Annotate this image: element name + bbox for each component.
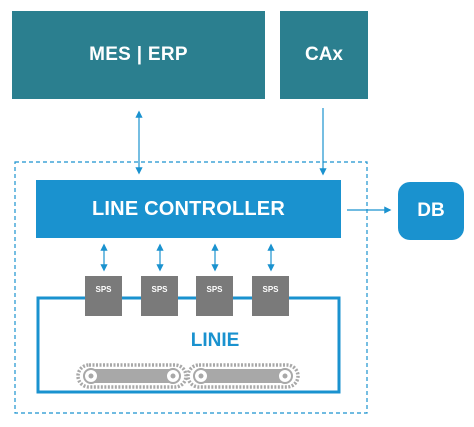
system-boundary-dashed <box>14 161 368 414</box>
database-block: DB <box>398 182 464 240</box>
line-controller-block: LINE CONTROLLER <box>36 180 341 238</box>
mes-erp-block: MES | ERP <box>12 11 265 99</box>
cax-block: CAx <box>280 11 368 99</box>
sps-unit: SPS <box>252 276 289 316</box>
sps-unit: SPS <box>85 276 122 316</box>
sps-label: SPS <box>262 285 279 294</box>
sps-label: SPS <box>151 285 168 294</box>
cax-label: CAx <box>304 44 343 65</box>
conveyor-belt-icon <box>186 363 300 389</box>
sps-unit: SPS <box>196 276 233 316</box>
sps-label: SPS <box>95 285 112 294</box>
sps-unit: SPS <box>141 276 178 316</box>
linie-label: LINIE <box>190 330 240 351</box>
line-controller-label: LINE CONTROLLER <box>92 197 285 220</box>
sps-label: SPS <box>206 285 223 294</box>
conveyor-belt-icon <box>76 363 188 389</box>
database-label: DB <box>417 200 445 221</box>
mes-erp-label: MES | ERP <box>89 44 188 65</box>
linie-frame <box>36 296 341 394</box>
